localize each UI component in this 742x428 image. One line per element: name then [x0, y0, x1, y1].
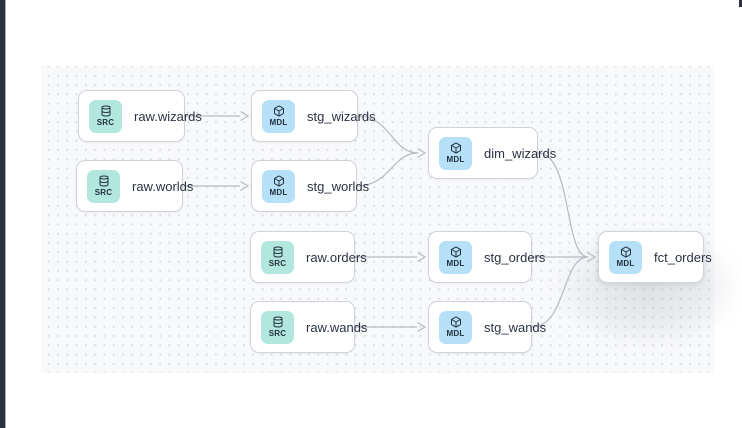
node-raw-wizards[interactable]: SRC raw.wizards	[78, 90, 202, 142]
mdl-badge: MDL	[262, 99, 295, 133]
database-icon	[101, 105, 110, 117]
node-stg-worlds[interactable]: MDL stg_worlds	[251, 160, 369, 212]
cube-icon	[450, 142, 461, 154]
window-edge-bar	[0, 0, 6, 428]
src-badge: SRC	[261, 240, 294, 274]
badge-label: SRC	[268, 329, 287, 338]
node-raw-orders[interactable]: SRC raw.orders	[250, 231, 367, 283]
node-label: raw.worlds	[132, 178, 194, 194]
src-badge: SRC	[89, 99, 122, 133]
cube-icon	[450, 246, 461, 258]
database-icon	[273, 316, 282, 328]
node-label: stg_wands	[484, 319, 547, 335]
node-label: dim_wizards	[484, 145, 557, 161]
badge-label: MDL	[269, 118, 288, 127]
node-label: stg_orders	[484, 249, 546, 265]
node-label: raw.orders	[306, 249, 367, 265]
node-label: stg_wizards	[307, 108, 376, 124]
badge-label: SRC	[96, 118, 115, 127]
node-stg-wizards[interactable]: MDL stg_wizards	[251, 90, 376, 142]
node-label: stg_worlds	[307, 178, 370, 194]
node-raw-wands[interactable]: SRC raw.wands	[250, 301, 367, 353]
window-corner-mark	[739, 0, 742, 7]
badge-label: MDL	[446, 259, 465, 268]
cube-icon	[620, 246, 631, 258]
src-badge: SRC	[87, 169, 120, 203]
src-badge: SRC	[261, 310, 294, 344]
badge-label: SRC	[268, 259, 287, 268]
mdl-badge: MDL	[439, 136, 472, 170]
cube-icon	[273, 105, 284, 117]
badge-label: MDL	[446, 329, 465, 338]
node-stg-orders[interactable]: MDL stg_orders	[428, 231, 545, 283]
badge-label: SRC	[94, 188, 113, 197]
cube-icon	[273, 175, 284, 187]
node-stg-wands[interactable]: MDL stg_wands	[428, 301, 546, 353]
database-icon	[273, 246, 282, 258]
node-label: fct_orders	[654, 249, 712, 265]
mdl-badge: MDL	[262, 169, 295, 203]
node-dim-wizards[interactable]: MDL dim_wizards	[428, 127, 556, 179]
node-raw-worlds[interactable]: SRC raw.worlds	[76, 160, 193, 212]
node-label: raw.wands	[306, 319, 368, 335]
node-fct-orders[interactable]: MDL fct_orders	[598, 231, 712, 283]
database-icon	[99, 175, 108, 187]
mdl-badge: MDL	[439, 310, 472, 344]
mdl-badge: MDL	[609, 240, 642, 274]
badge-label: MDL	[269, 188, 288, 197]
cube-icon	[450, 316, 461, 328]
badge-label: MDL	[446, 155, 465, 164]
badge-label: MDL	[616, 259, 635, 268]
mdl-badge: MDL	[439, 240, 472, 274]
node-label: raw.wizards	[134, 108, 202, 124]
